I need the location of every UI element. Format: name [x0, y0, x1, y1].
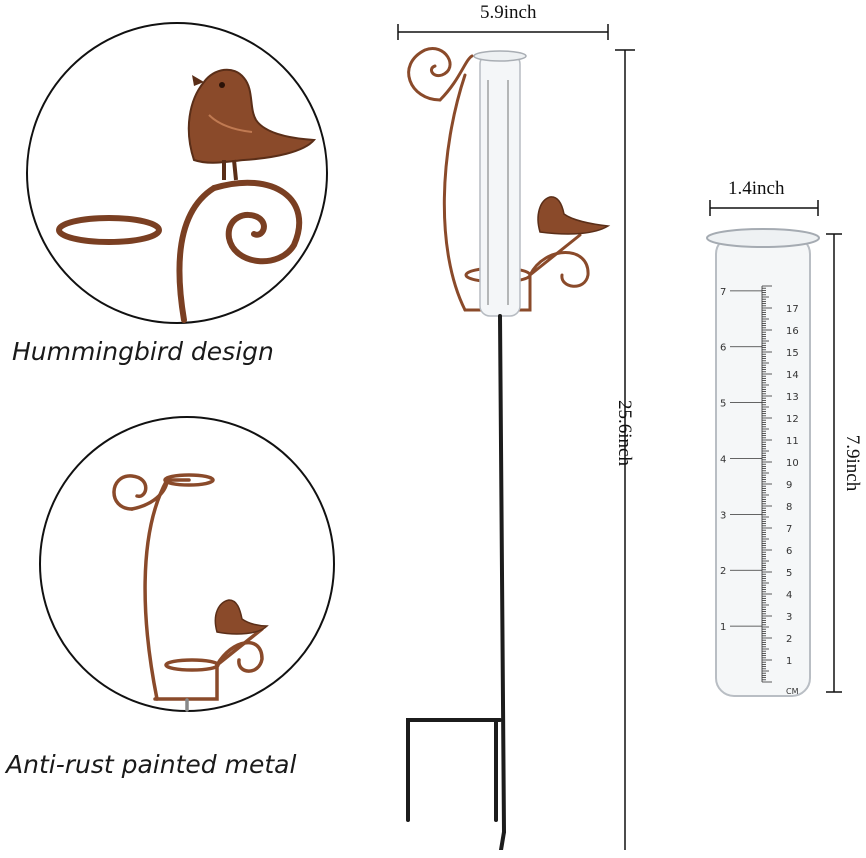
inch-label: 6	[720, 343, 726, 354]
cm-label: 2	[786, 634, 792, 645]
caption-anti-rust: Anti-rust painted metal	[6, 750, 297, 779]
detail-circle-metal	[39, 416, 335, 712]
cm-label: 14	[786, 370, 799, 381]
rain-gauge-stand	[397, 24, 635, 850]
bronze-frame	[407, 47, 590, 312]
inch-label: 7	[720, 287, 726, 298]
inch-label: 3	[720, 510, 726, 521]
stand-frame-icon	[112, 473, 264, 712]
tube-width-label: 1.4inch	[728, 178, 785, 199]
gauge-tube-small	[473, 50, 527, 317]
cm-label: 6	[786, 546, 792, 557]
cm-label: 4	[786, 590, 792, 601]
inch-label: 5	[720, 399, 726, 410]
detail-circle-bird	[26, 22, 328, 324]
unit-label: CM	[786, 687, 799, 696]
tube-width-dimension-line	[709, 200, 819, 216]
stand-bird-icon	[537, 196, 611, 235]
cm-label: 16	[786, 326, 799, 337]
cm-label: 8	[786, 502, 792, 513]
bird-ornament	[56, 179, 303, 323]
cm-label: 5	[786, 568, 792, 579]
small-bird-icon	[214, 599, 269, 635]
cm-label: 15	[786, 348, 799, 359]
stand-height-label: 25.6inch	[614, 400, 635, 466]
cm-label: 1	[786, 656, 792, 667]
cm-label: 12	[786, 414, 799, 425]
cm-label: 7	[786, 524, 792, 535]
cm-label: 3	[786, 612, 792, 623]
ground-stake	[406, 314, 506, 850]
cm-label: 17	[786, 304, 799, 315]
cm-label: 13	[786, 392, 799, 403]
caption-hummingbird: Hummingbird design	[12, 337, 274, 366]
cm-label: 9	[786, 480, 792, 491]
cm-label: 11	[786, 436, 799, 447]
inch-label: 2	[720, 566, 726, 577]
height-dimension-line	[615, 49, 635, 850]
cm-label: 10	[786, 458, 799, 469]
inch-label: 1	[720, 622, 726, 633]
tube-height-dimension-line	[826, 233, 842, 693]
tube-height-label: 7.9inch	[842, 434, 863, 492]
width-dimension-line	[397, 24, 609, 40]
bird-figure	[187, 68, 317, 181]
stand-width-label: 5.9inch	[480, 2, 537, 23]
inch-label: 4	[720, 454, 726, 465]
